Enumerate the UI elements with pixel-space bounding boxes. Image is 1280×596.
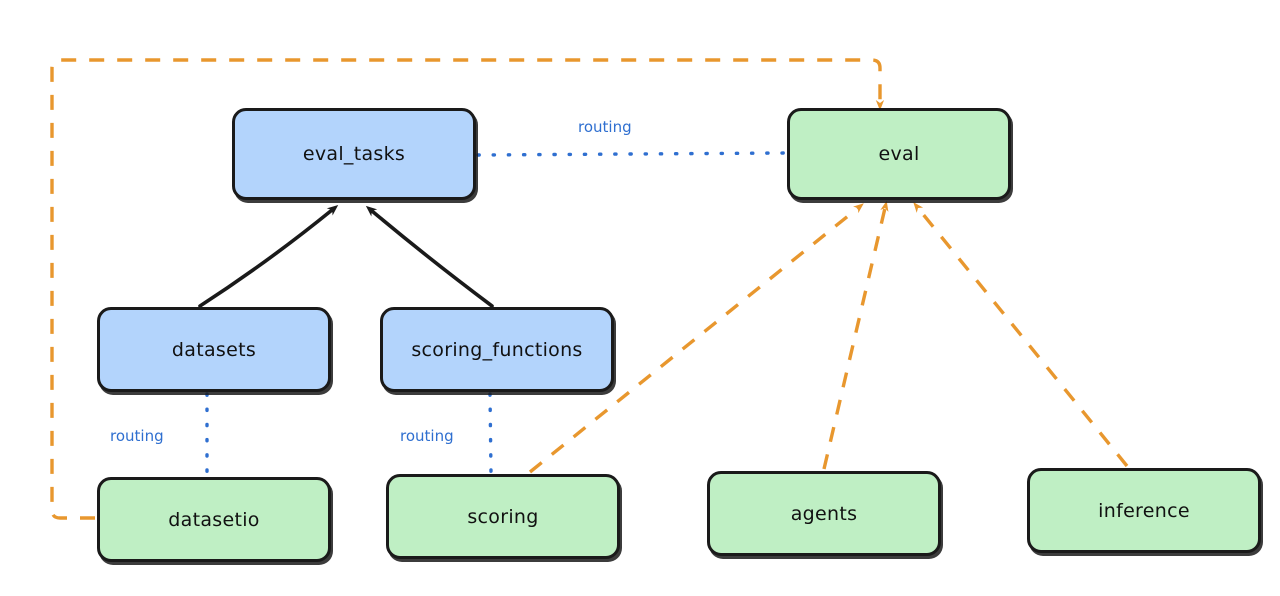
edge-scoring_functions-to-eval_tasks — [365, 205, 494, 308]
node-label: agents — [790, 502, 858, 525]
edge-scoring_functions-to-scoring — [488, 392, 493, 475]
edge-inference-to-eval — [913, 202, 1129, 468]
edge-agents-to-eval — [822, 200, 889, 470]
node-label: eval — [878, 143, 920, 165]
node-label: datasets — [171, 338, 257, 361]
edge-datasetio-to-eval — [50, 58, 885, 520]
node-datasets[interactable]: datasets — [97, 307, 331, 392]
node-eval[interactable]: eval — [787, 108, 1011, 200]
edge-scoring-to-eval — [528, 203, 864, 474]
node-label: datasetio — [168, 508, 260, 531]
node-agents[interactable]: agents — [707, 471, 941, 556]
node-label: scoring — [467, 505, 539, 528]
node-eval-tasks[interactable]: eval_tasks — [232, 108, 476, 200]
edge-label-routing-datasets: routing — [110, 427, 164, 445]
node-scoring[interactable]: scoring — [386, 474, 620, 559]
node-label: inference — [1098, 499, 1190, 522]
edge-label-routing-eval: routing — [578, 118, 632, 136]
node-inference[interactable]: inference — [1027, 468, 1261, 553]
edge-datasets-to-eval_tasks — [198, 204, 339, 308]
node-datasetio[interactable]: datasetio — [97, 477, 331, 562]
edge-eval_tasks-to-eval — [476, 151, 787, 157]
node-scoring-functions[interactable]: scoring_functions — [380, 307, 614, 392]
node-label: scoring_functions — [411, 338, 583, 361]
node-label: eval_tasks — [302, 143, 406, 165]
edge-label-routing-scoring: routing — [400, 427, 454, 445]
